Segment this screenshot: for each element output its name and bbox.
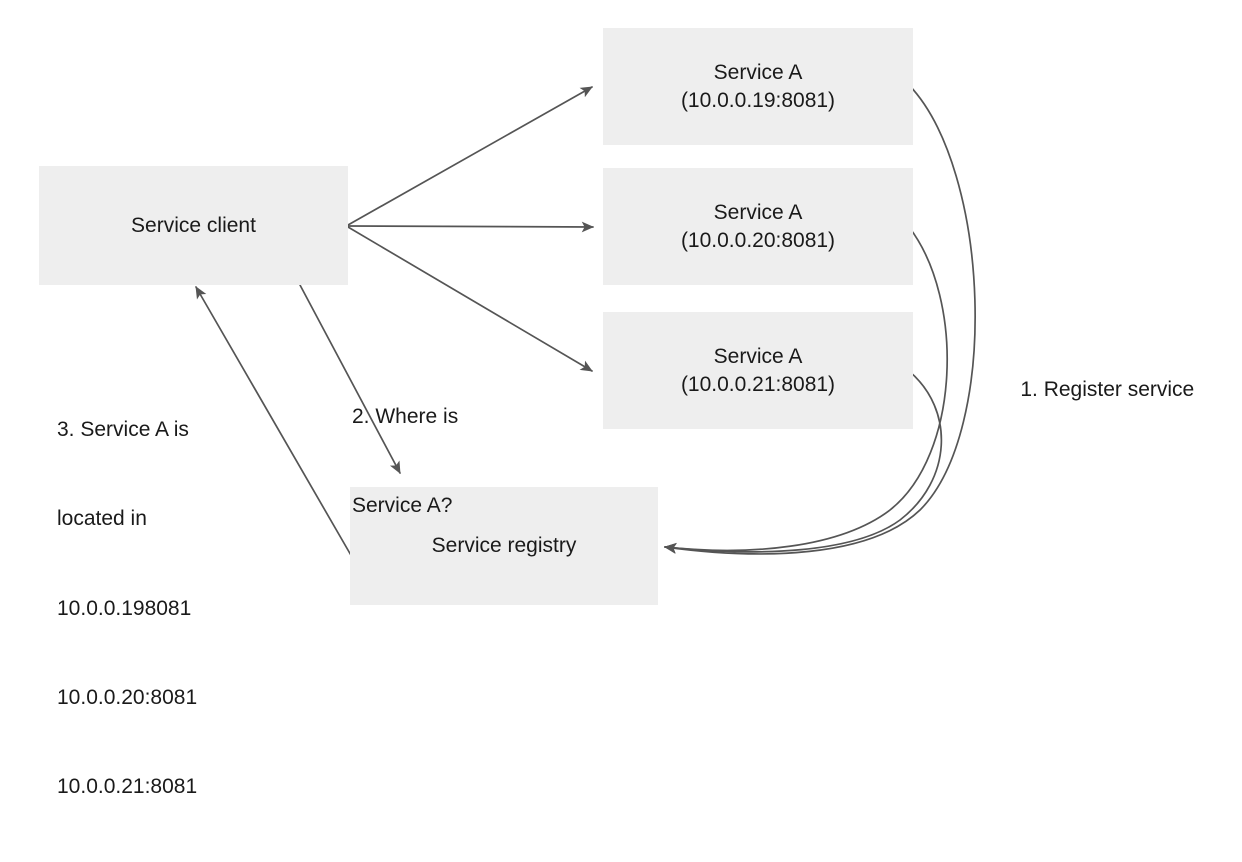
caption-step-3-line-5: 10.0.0.21:8081 [57, 775, 198, 799]
caption-step-2-line-2: Service A? [352, 494, 453, 518]
node-service-client[interactable]: Service client [39, 166, 348, 285]
edge-client-to-service-2 [347, 221, 594, 233]
node-service-registry-label: Service registry [431, 534, 577, 558]
caption-step-3-line-2: located in [57, 507, 147, 531]
caption-step-3-line-4: 10.0.0.20:8081 [57, 685, 198, 709]
node-service-a-2-address: (10.0.0.20:8081) [680, 228, 836, 252]
node-service-a-3-name: Service A [713, 344, 803, 368]
diagram-canvas: Service client Service A (10.0.0.19:8081… [39, 28, 1195, 799]
node-service-a-1-address: (10.0.0.19:8081) [680, 88, 836, 112]
caption-step-2-where-is-service-a: 2. Where is Service A? [352, 342, 458, 581]
node-service-registry[interactable]: Service registry [350, 487, 658, 605]
node-service-a-1-name: Service A [713, 60, 803, 84]
caption-step-3-service-a-located: 3. Service A is located in 10.0.0.198081… [57, 355, 197, 862]
caption-step-1-register-service: 1. Register service [997, 345, 1194, 434]
node-service-a-3-address: (10.0.0.21:8081) [680, 372, 836, 396]
node-service-a-2[interactable]: Service A (10.0.0.20:8081) [603, 168, 913, 285]
caption-step-3-line-3: 10.0.0.198081 [57, 596, 192, 620]
caption-step-2-line-1: 2. Where is [352, 404, 459, 428]
caption-step-1-text: 1. Register service [1020, 377, 1195, 401]
edge-registry-to-client [195, 286, 353, 558]
node-service-a-2-name: Service A [713, 200, 803, 224]
node-service-client-label: Service client [131, 213, 256, 237]
node-service-a-3[interactable]: Service A (10.0.0.21:8081) [603, 312, 913, 429]
caption-step-3-line-1: 3. Service A is [57, 417, 189, 441]
node-service-a-1[interactable]: Service A (10.0.0.19:8081) [603, 28, 913, 145]
edge-client-to-service-1 [347, 86, 593, 226]
